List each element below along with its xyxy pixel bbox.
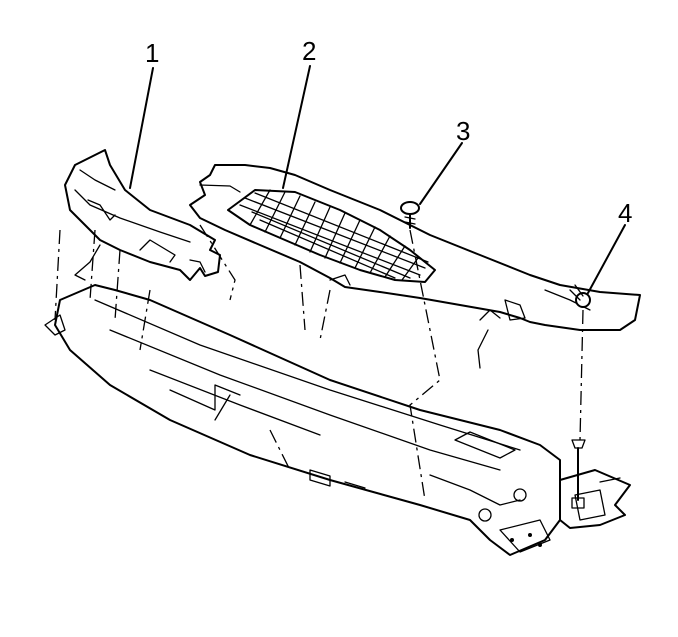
- callout-4: 4: [618, 198, 632, 228]
- leader-lines: [129, 65, 626, 294]
- part-2-cowl-panel: [189, 164, 641, 369]
- part-3-screw: [400, 201, 420, 229]
- latch-bracket: [559, 469, 631, 529]
- grille-mesh: [239, 189, 429, 281]
- callout-1: 1: [145, 38, 159, 68]
- support-panel: [44, 284, 561, 556]
- part-1-panel: [64, 149, 221, 281]
- alignment-lines: [54, 224, 584, 501]
- callout-2: 2: [302, 36, 316, 66]
- callout-3: 3: [456, 116, 470, 146]
- part-4-fastener: [569, 284, 591, 501]
